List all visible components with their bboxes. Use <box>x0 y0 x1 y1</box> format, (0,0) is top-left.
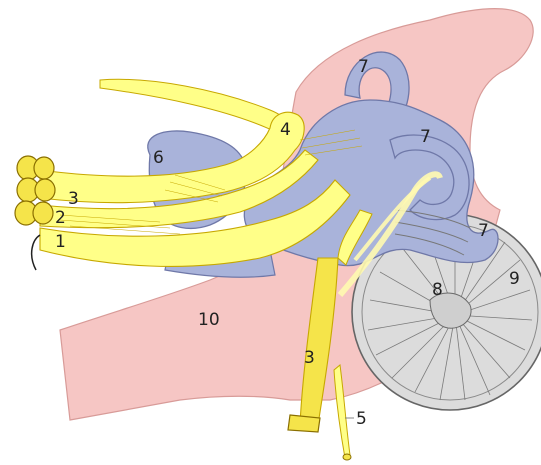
label-7-top: 7 <box>358 57 369 77</box>
label-6: 6 <box>153 148 164 168</box>
label-7-right: 7 <box>478 221 489 241</box>
label-4: 4 <box>280 120 291 140</box>
label-5: 5 <box>356 409 367 429</box>
nerve-cut-ends <box>15 156 55 270</box>
label-8: 8 <box>432 280 443 300</box>
label-1: 1 <box>55 232 66 252</box>
label-10: 10 <box>198 310 220 330</box>
label-3-lower: 3 <box>304 348 315 368</box>
label-9: 9 <box>509 269 520 289</box>
label-5-group: 5 <box>345 409 367 429</box>
label-7-middle: 7 <box>420 127 431 147</box>
label-2: 2 <box>55 208 66 228</box>
label-3-upper: 3 <box>68 189 79 209</box>
